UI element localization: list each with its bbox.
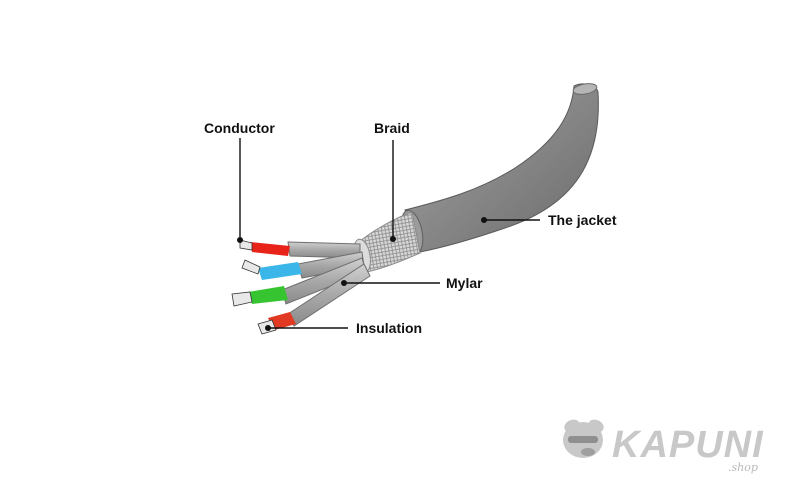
leader-braid: [390, 140, 396, 242]
jacket: [400, 83, 599, 255]
label-jacket: The jacket: [548, 212, 617, 228]
leader-mylar: [341, 280, 440, 286]
inner-tubes: [281, 241, 371, 327]
label-conductor: Conductor: [204, 120, 275, 136]
label-insulation: Insulation: [356, 320, 422, 336]
leader-conductor: [237, 138, 243, 243]
leader-insulation: [265, 325, 348, 331]
label-mylar: Mylar: [446, 275, 483, 291]
wire-red-lower: [257, 312, 296, 335]
brand-name: KAPUNI: [612, 424, 764, 466]
dog-mascot-icon: [563, 419, 604, 458]
wire-blue: [241, 259, 302, 280]
wire-green: [231, 286, 288, 307]
wire-red-top: [239, 239, 290, 256]
brand-sub: .shop: [728, 461, 758, 474]
leader-jacket: [481, 217, 540, 223]
brand-watermark: KAPUNI .shop: [563, 419, 764, 474]
label-braid: Braid: [374, 120, 410, 136]
